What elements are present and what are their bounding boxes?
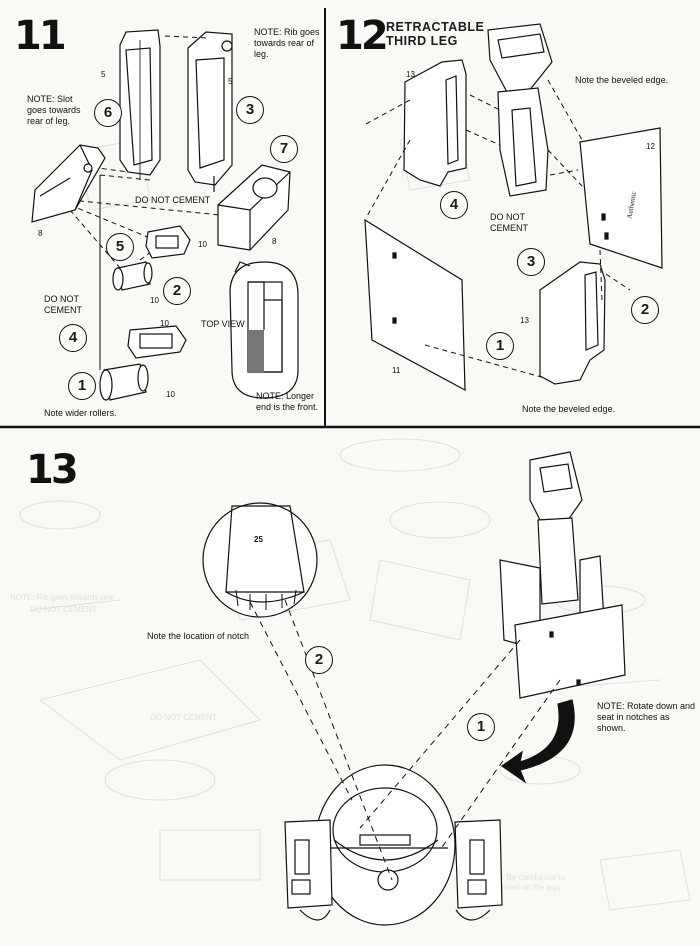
note-beveled-edge-bottom: Note the beveled edge.: [522, 404, 616, 414]
step13-artwork: [202, 451, 626, 926]
rotate-arrow: [500, 699, 575, 784]
note-rib: NOTE: Rib goes towards rear of leg.: [254, 27, 320, 59]
note-rotate-down: NOTE: Rotate down and seat in notches as…: [597, 701, 696, 733]
part-number: 13: [406, 70, 415, 79]
svg-text:get cement on the legs: get cement on the legs: [480, 883, 561, 892]
step-number-13: 13: [26, 447, 79, 493]
part-number: 10: [160, 319, 169, 328]
part-number: 10: [198, 240, 207, 249]
part-number: 11: [392, 366, 401, 375]
step-number-11: 11: [14, 13, 67, 59]
panel-12: [579, 127, 663, 269]
note-beveled-edge-top: Note the beveled edge.: [575, 75, 669, 85]
note-do-not-cement-a: DO NOT CEMENT: [135, 195, 211, 205]
hip-bracket-left: [31, 144, 106, 223]
note-do-not-cement-b: DO NOT CEMENT: [44, 294, 82, 315]
callout-2: 2: [305, 646, 333, 674]
svg-text:DO NOT CEMENT: DO NOT CEMENT: [30, 605, 97, 614]
part-number: 8: [272, 237, 277, 246]
part-number: 13: [520, 316, 529, 325]
callout-3: 3: [236, 96, 264, 124]
step11-artwork: [31, 29, 299, 401]
third-leg-plate: [514, 604, 626, 699]
side-panel-13-bottom: [539, 261, 606, 385]
svg-text:NOTE: Be careful not to: NOTE: Be careful not to: [480, 873, 565, 882]
part-number: 5: [228, 77, 233, 86]
part-number: 5: [101, 70, 106, 79]
detail-circle-25: [202, 502, 318, 618]
leg-half-right: [187, 31, 233, 186]
panel-11: [364, 218, 466, 392]
svg-text:NOTE: Rib goes towards rear: NOTE: Rib goes towards rear: [10, 593, 115, 602]
part-number: 25: [254, 535, 263, 544]
part-number: 10: [166, 390, 175, 399]
callout-5: 5: [106, 233, 134, 261]
note-wider-rollers: Note wider rollers.: [44, 408, 117, 418]
third-leg-funnel: [487, 23, 553, 95]
callout-6: 6: [94, 99, 122, 127]
callout-2: 2: [163, 277, 191, 305]
callout-1: 1: [467, 713, 495, 741]
callout-4: 4: [59, 324, 87, 352]
side-panel-13-top: [403, 59, 467, 187]
callout-1: 1: [68, 372, 96, 400]
svg-text:DO NOT CEMENT: DO NOT CEMENT: [150, 713, 217, 722]
step-number-12: 12: [336, 13, 389, 59]
part-number: 8: [38, 229, 43, 238]
callout-3: 3: [517, 248, 545, 276]
note-longer-end: NOTE: Longer end is the front.: [256, 391, 319, 412]
callout-4: 4: [440, 191, 468, 219]
label-top-view: TOP VIEW: [201, 319, 245, 329]
note-notch-location: Note the location of notch: [147, 631, 250, 641]
hip-block: [217, 164, 291, 251]
callout-2: 2: [631, 296, 659, 324]
note-slot: NOTE: Slot goes towards rear of leg.: [27, 94, 81, 126]
step12-artwork: Authentic: [363, 23, 663, 392]
note-do-not-cement: DO NOT CEMENT: [490, 212, 528, 233]
callout-1: 1: [486, 332, 514, 360]
callout-7: 7: [270, 135, 298, 163]
part-number: 10: [150, 296, 159, 305]
step12-title: RETRACTABLE THIRD LEG: [386, 20, 485, 48]
part-number: 12: [646, 142, 655, 151]
